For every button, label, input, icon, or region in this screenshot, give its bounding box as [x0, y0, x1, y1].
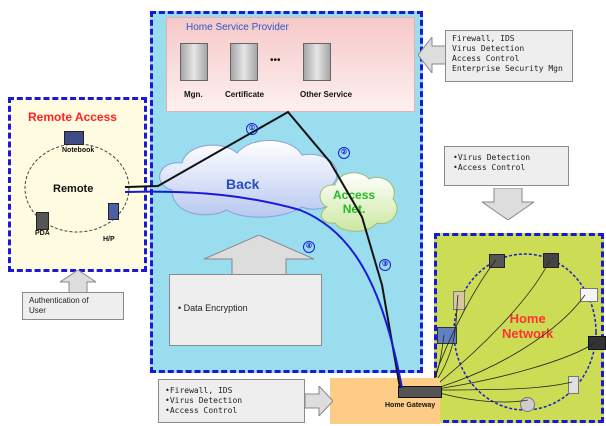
path-number-3: ③ [379, 259, 391, 271]
server-label-mgn: Mgn. [184, 90, 203, 99]
phone-icon [108, 203, 119, 220]
gateway-security-note: •Firewall, IDS •Virus Detection •Access … [158, 379, 305, 423]
fridge-icon [453, 291, 465, 310]
remote-access-zone [8, 97, 147, 272]
gateway-note-value: Access Control [169, 406, 238, 415]
provider-note-line: Firewall, IDS [452, 34, 515, 43]
server-icon-other [303, 43, 331, 81]
device-label-hp: H/P [103, 236, 115, 243]
server-label-other: Other Service [300, 90, 353, 99]
encryption-note-value: Data Encryption [183, 303, 248, 313]
network-device-icon [543, 253, 559, 268]
server-label-certificate: Certificate [225, 90, 265, 99]
server-icon-mgn [180, 43, 208, 81]
gateway-note-line: •Virus Detection [165, 396, 243, 405]
doorbell-icon [568, 376, 579, 394]
gateway-note-line: •Access Control [165, 406, 238, 415]
path-number-4: ④ [303, 241, 315, 253]
provider-note-line: Access Control [452, 54, 520, 63]
gateway-label: Home Gateway [385, 402, 436, 409]
ellipsis: ••• [270, 55, 281, 66]
path-4-line [124, 190, 403, 389]
access-note-line: •Virus Detection [453, 153, 531, 162]
encryption-note: • Data Encryption [169, 274, 322, 346]
server-icon-certificate [230, 43, 258, 81]
provider-note-line: Virus Detection [452, 44, 525, 53]
home-cabling [429, 259, 597, 403]
gateway-note-line: •Firewall, IDS [165, 386, 233, 395]
provider-security-note: Firewall, IDS Virus Detection Access Con… [445, 30, 573, 82]
provider-note-arrow [418, 37, 446, 73]
camera-icon [580, 288, 598, 302]
back-cloud-label: Back [226, 176, 260, 192]
path-number-2: ② [338, 147, 350, 159]
remote-center-label: Remote [53, 183, 94, 195]
encryption-note-text: • Data Encryption [178, 303, 248, 313]
provider-title: Home Service Provider [186, 22, 289, 33]
access-security-note: •Virus Detection •Access Control [444, 146, 569, 186]
device-label-pda: PDA [35, 230, 50, 237]
provider-note-line: Enterprise Security Mgn [452, 64, 563, 73]
access-note-arrow [482, 188, 534, 220]
access-note-value: Virus Detection [457, 153, 531, 162]
remote-access-title: Remote Access [28, 110, 117, 124]
gateway-note-value: Firewall, IDS [169, 386, 233, 395]
remote-note-line: User [29, 306, 46, 315]
remote-auth-note: Authentication of User [22, 292, 124, 320]
access-net-line: Access [333, 188, 376, 202]
path-1-line [124, 110, 401, 389]
encryption-arrow [204, 235, 314, 275]
gateway-note-value: Virus Detection [169, 396, 243, 405]
path-number-1: ① [246, 123, 258, 135]
remote-note-line: Authentication of [29, 296, 89, 305]
gateway-device-icon [398, 386, 442, 398]
access-net-cloud [319, 172, 398, 232]
home-title-line: Home [509, 311, 546, 326]
computer-icon [437, 327, 457, 344]
gateway-zone [330, 378, 440, 424]
access-note-line: •Access Control [453, 163, 526, 172]
remote-note-arrow [60, 270, 96, 294]
pda-icon [36, 212, 49, 230]
access-note-value: Access Control [457, 163, 526, 172]
gateway-note-arrow [305, 386, 333, 416]
device-label-notebook: Notebook [62, 147, 95, 154]
laptop-icon [64, 131, 84, 145]
